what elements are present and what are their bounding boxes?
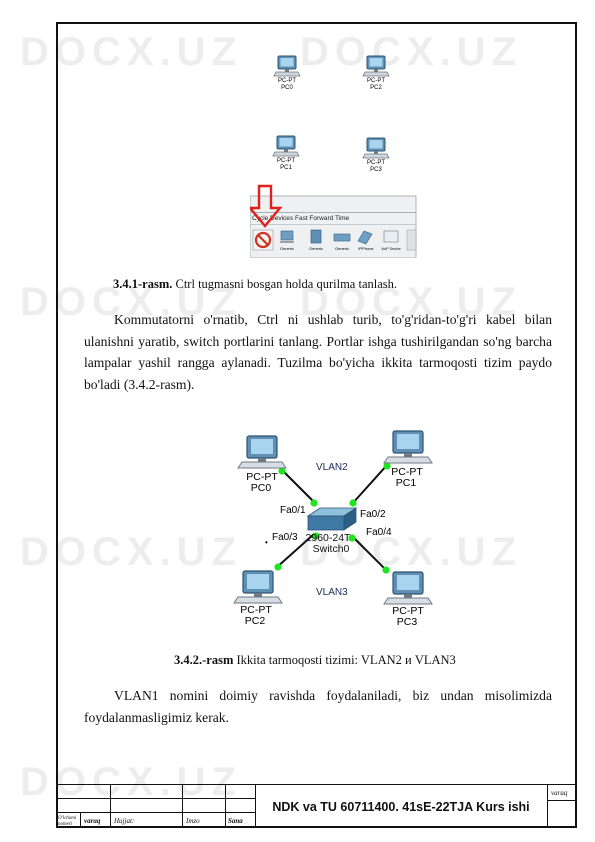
- toolbar-text: Cycle Devices Fast Forward Time: [252, 215, 350, 222]
- red-arrow-icon: [250, 184, 283, 228]
- pc-type-label: PC-PT: [391, 466, 423, 478]
- pc-name-label: PC1: [280, 165, 292, 171]
- cursor-mark: •: [265, 538, 268, 547]
- link-light: [383, 462, 391, 470]
- pc-type-label: PC-PT: [367, 78, 385, 84]
- stamp-col-label: O'lchami nomeri: [58, 816, 77, 827]
- link-light: [312, 532, 320, 540]
- port-label: Fa0/2: [360, 509, 386, 520]
- stamp-col-label: Hujjat:: [114, 817, 135, 825]
- pc-name-label: PC1: [396, 477, 417, 489]
- delete-icon[interactable]: [252, 229, 274, 251]
- ip-phone-icon[interactable]: IPPhone: [357, 230, 374, 251]
- vlan-label: VLAN2: [316, 462, 348, 473]
- port-label: Fa0/1: [280, 505, 306, 516]
- port-label: Fa0/3: [272, 532, 298, 543]
- pc-name-label: PC2: [370, 85, 382, 91]
- stamp-col-label: Imzo: [186, 817, 200, 825]
- pc-name-label: PC2: [245, 615, 266, 627]
- pc-type-label: PC-PT: [277, 158, 295, 164]
- pc-icon[interactable]: [383, 571, 433, 605]
- caption-label: 3.4.2.-rasm: [174, 653, 234, 667]
- stamp-sheet-label: varaq: [551, 789, 568, 797]
- link-light: [348, 534, 356, 542]
- pc-icon[interactable]: [362, 137, 390, 159]
- pc-icon[interactable]: [237, 435, 287, 469]
- voip-device-icon[interactable]: VoIP Device: [381, 230, 401, 251]
- pc-name-label: PC3: [397, 616, 418, 628]
- device-label: Generic: [335, 246, 349, 251]
- pc-type-label: PC-PT: [392, 605, 424, 617]
- pc-icon[interactable]: [383, 430, 433, 464]
- pc-icon[interactable]: [362, 55, 390, 77]
- device-label: Generic: [309, 246, 323, 251]
- caption-label: 3.4.1-rasm.: [113, 277, 173, 291]
- pc-icon[interactable]: [273, 55, 301, 77]
- link-light: [349, 499, 357, 507]
- pc-type-label: PC-PT: [367, 160, 385, 166]
- toolbar-panel: [250, 195, 417, 258]
- stamp-col-label: varaq: [84, 817, 101, 825]
- figure-vlan-topology: 2960-24T Switch0 Fa0/1 Fa0/2 Fa0/3 Fa0/4…: [233, 430, 433, 628]
- switch-icon[interactable]: [306, 507, 358, 531]
- device-label: VoIP Device: [381, 247, 401, 251]
- link-light: [310, 499, 318, 507]
- generic-printer-icon[interactable]: Generic: [333, 233, 351, 251]
- device-label: Generic: [280, 246, 294, 251]
- pc-type-label: PC-PT: [240, 604, 272, 616]
- paragraph: VLAN1 nomini doimiy ravishda foydalanila…: [84, 688, 552, 725]
- figure2-caption: 3.4.2.-rasm Ikkita tarmoqosti tizimi: VL…: [174, 653, 456, 668]
- link-light: [278, 467, 286, 475]
- stamp-col-label: Sana: [228, 817, 243, 825]
- pc-name-label: PC0: [251, 482, 272, 494]
- link-light: [274, 563, 282, 571]
- generic-server-icon[interactable]: Generic: [309, 229, 323, 251]
- pc-icon[interactable]: [272, 135, 300, 157]
- pc-type-label: PC-PT: [278, 78, 296, 84]
- page-frame: [56, 22, 577, 828]
- caption-text: Ikkita tarmoqosti tizimi: VLAN2 и VLAN3: [233, 653, 456, 667]
- caption-text: Ctrl tugmasni bosgan holda qurilma tanla…: [172, 277, 398, 291]
- pc-name-label: PC0: [281, 85, 293, 91]
- paragraph: Kommutatorni o'rnatib, Ctrl ni ushlab tu…: [84, 312, 552, 392]
- figure-device-selection: PC-PT PC0 PC-PT PC2 PC-PT PC1 PC-PT PC3 …: [250, 55, 417, 258]
- document-title: NDK va TU 60711400. 41sE-22TJA Kurs ishi: [272, 800, 530, 814]
- pc-icon[interactable]: [233, 570, 283, 604]
- switch-model-label: 2960-24T: [306, 532, 352, 544]
- switch-name-label: Switch0: [313, 543, 350, 555]
- figure1-caption: 3.4.1-rasm. Ctrl tugmasni bosgan holda q…: [113, 277, 397, 292]
- link-light: [382, 566, 390, 574]
- vlan-label: VLAN3: [316, 587, 348, 598]
- generic-pc-icon[interactable]: Generic: [280, 230, 294, 251]
- pc-name-label: PC3: [370, 167, 382, 173]
- device-label: IPPhone: [358, 246, 374, 251]
- port-label: Fa0/4: [366, 527, 392, 538]
- pc-type-label: PC-PT: [246, 471, 278, 483]
